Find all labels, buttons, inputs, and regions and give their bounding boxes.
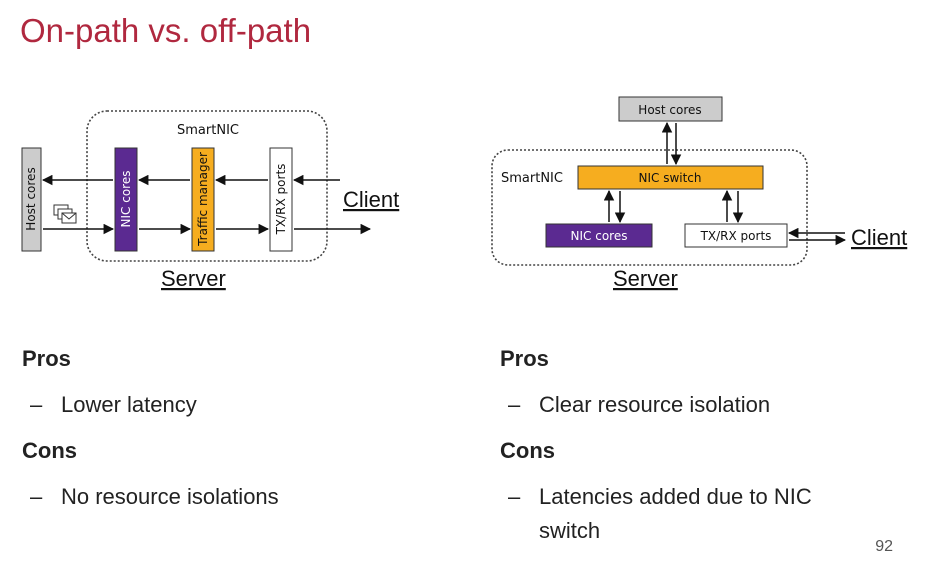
- cons-item-left-text: No resource isolations: [61, 484, 279, 509]
- off-path-diagram: SmartNIC Host cores NIC switch NIC cores…: [491, 96, 907, 291]
- cons-item-right-text: Latencies added due to NIC switch: [539, 484, 812, 543]
- nic-cores-box-left: [114, 147, 138, 252]
- nic-cores-label-right: NIC cores: [571, 229, 628, 243]
- server-label-left: Server: [161, 266, 226, 291]
- ports-label-left: TX/RX ports: [274, 164, 288, 236]
- pros-item-right-text: Clear resource isolation: [539, 392, 771, 417]
- cons-item-left: – No resource isolations: [22, 480, 462, 514]
- ports-box-right: [684, 223, 788, 248]
- pros-heading-right: Pros: [500, 346, 549, 371]
- cons-item-right: – Latencies added due to NIC switch: [500, 480, 859, 548]
- bullet-dash: –: [30, 392, 43, 417]
- smartnic-boundary-left: [86, 110, 328, 262]
- host-cores-label-left: Host cores: [24, 167, 38, 230]
- on-path-pros-cons: Pros – Lower latency Cons – No resource …: [22, 344, 462, 528]
- cons-heading-left: Cons: [22, 438, 77, 463]
- pros-item-right: – Clear resource isolation: [500, 388, 880, 422]
- nic-cores-label-left: NIC cores: [119, 171, 133, 228]
- traffic-manager-box: [191, 147, 215, 252]
- on-path-diagram: SmartNIC Host cores NIC cores Traffic ma…: [21, 110, 399, 291]
- bullet-dash: –: [30, 484, 43, 509]
- ports-label-right: TX/RX ports: [700, 229, 772, 243]
- smartnic-label-right: SmartNIC: [501, 171, 563, 186]
- nic-cores-box-right: [545, 223, 653, 248]
- client-label-right: Client: [851, 225, 907, 250]
- pros-heading-left: Pros: [22, 346, 71, 371]
- host-cores-box-left: [21, 147, 42, 252]
- client-label-left: Client: [343, 187, 399, 212]
- page-number: 92: [875, 538, 893, 555]
- slide-title: On-path vs. off-path: [20, 12, 312, 49]
- host-cores-box-right: [618, 96, 723, 122]
- off-path-pros-cons: Pros – Clear resource isolation Cons – L…: [500, 344, 880, 562]
- nic-switch-label: NIC switch: [638, 171, 701, 185]
- server-label-right: Server: [613, 266, 678, 291]
- pros-item-left-text: Lower latency: [61, 392, 197, 417]
- stacked-messages-icon: [53, 204, 77, 224]
- smartnic-label-left: SmartNIC: [177, 123, 239, 138]
- diagram-canvas: SmartNIC Host cores NIC cores Traffic ma…: [21, 96, 907, 291]
- ports-box-left: [269, 147, 293, 252]
- pros-item-left: – Lower latency: [22, 388, 462, 422]
- bullet-dash: –: [508, 484, 521, 509]
- cons-heading-right: Cons: [500, 438, 555, 463]
- traffic-manager-label: Traffic manager: [196, 152, 210, 247]
- bullet-dash: –: [508, 392, 521, 417]
- nic-switch-box: [577, 165, 764, 190]
- smartnic-boundary-right: [491, 149, 808, 266]
- host-cores-label-right: Host cores: [638, 103, 701, 117]
